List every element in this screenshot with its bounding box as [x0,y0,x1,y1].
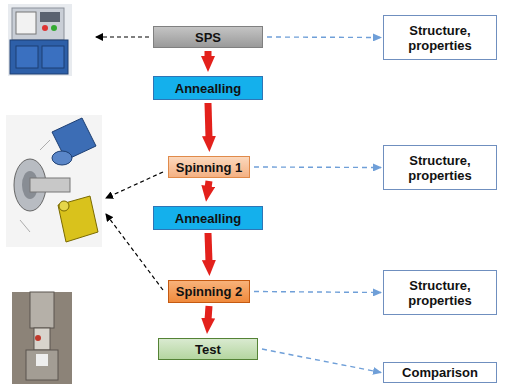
sps-machine-photo [8,4,72,76]
process-box: Annealling [153,206,263,230]
box-label: SPS [195,30,221,45]
process-box: Test [158,338,258,360]
box-label: Annealling [175,211,241,226]
flow-arrow [208,306,209,320]
flow-arrow [208,103,209,138]
result-box: Structure, properties [383,145,497,190]
flow-arrow [208,233,209,262]
box-label: Annealling [175,81,241,96]
box-label: Spinning 1 [176,160,242,175]
test-photo [12,292,72,384]
dashed-arrow [254,292,381,293]
result-box: Structure, properties [383,270,497,315]
dashed-arrow [267,36,381,38]
box-label: Comparison [402,365,478,380]
process-box: Annealling [153,76,263,100]
box-label: Structure, properties [389,278,491,308]
flow-arrow [208,181,209,188]
flow-arrow [205,51,212,58]
process-box: Spinning 1 [168,156,250,178]
result-box: Structure, properties [383,15,497,60]
box-label: Structure, properties [389,153,491,183]
box-label: Structure, properties [389,23,491,53]
box-label: Test [195,342,221,357]
dashed-arrow [262,349,381,373]
result-box: Comparison [383,362,497,383]
box-label: Spinning 2 [176,284,242,299]
process-box: SPS [153,26,263,48]
process-box: Spinning 2 [168,280,250,303]
dashed-arrow [254,166,381,168]
leader-arrows [96,37,163,290]
spinning-tool-illustration [6,115,102,247]
